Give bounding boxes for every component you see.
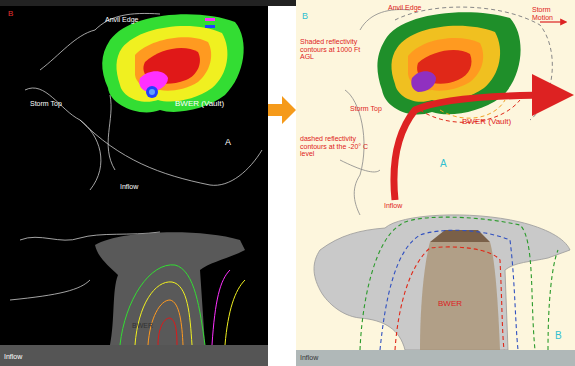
inflow-label: Inflow — [120, 183, 138, 191]
note-label: dashed reflectivity contours at the -20°… — [300, 135, 370, 158]
section-letter: A — [440, 158, 447, 169]
bwer-label: BWER (Vault) — [175, 100, 224, 109]
bwer-label: BWER — [132, 322, 153, 330]
section-letter: B — [302, 12, 308, 22]
note-label: Shaded reflectivity contours at 1000 Ft … — [300, 38, 370, 61]
storm-top-label: Storm Top — [350, 105, 382, 113]
inflow-label: Inflow — [4, 353, 22, 361]
anvil-label: Anvil Edge — [105, 16, 138, 24]
inflow-label: Inflow — [384, 202, 402, 210]
inflow-label: Inflow — [300, 354, 318, 362]
motion-label: Storm Motion — [532, 6, 562, 21]
section-letter: B — [555, 330, 562, 341]
anvil-label: Anvil Edge — [388, 4, 421, 12]
section-letter: A — [225, 138, 231, 148]
section-letter: B — [8, 10, 13, 19]
bwer-label: BWER (Vault) — [462, 118, 511, 127]
bwer-label: BWER — [438, 300, 462, 309]
storm-top-label: Storm Top — [30, 100, 62, 108]
